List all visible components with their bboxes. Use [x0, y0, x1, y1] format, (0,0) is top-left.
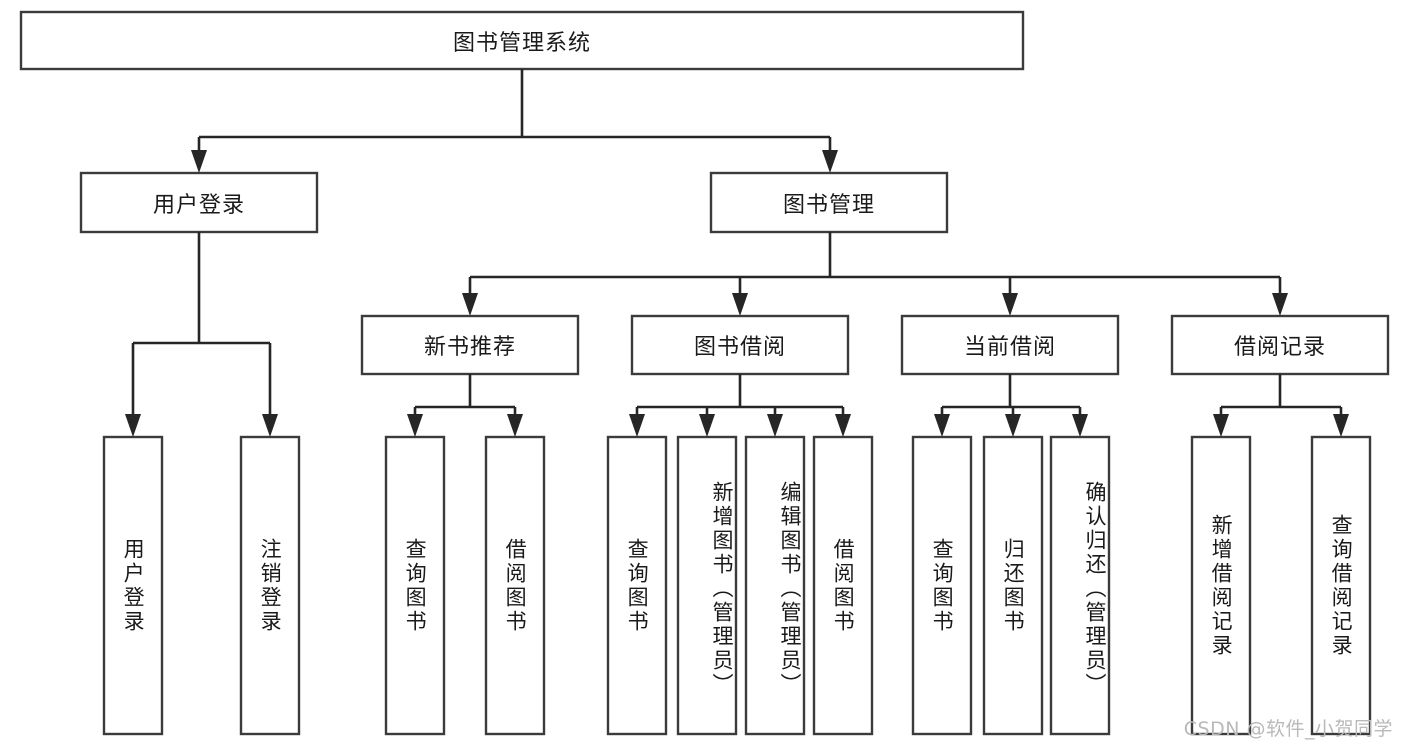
node-box-current-borrow[interactable]	[900, 314, 1120, 376]
node-box-leaf-user-logout[interactable]	[239, 435, 301, 736]
connector-book-manage-to-level3	[462, 232, 1288, 316]
node-box-book-borrow[interactable]	[630, 314, 850, 376]
node-box-leaf-borrow-book-2[interactable]	[812, 435, 874, 736]
node-box-leaf-add-record[interactable]	[1190, 435, 1252, 736]
node-box-book-manage[interactable]	[709, 171, 949, 234]
connector-user-login-to-leaves	[125, 232, 278, 437]
node-box-leaf-query-book-2[interactable]	[606, 435, 668, 736]
connector-book-borrow-to-leaves	[629, 374, 851, 437]
node-box-user-login[interactable]	[79, 171, 319, 234]
node-box-root[interactable]	[19, 10, 1025, 71]
node-box-leaf-return-book[interactable]	[982, 435, 1044, 736]
node-box-leaf-edit-book[interactable]	[744, 435, 806, 736]
node-box-leaf-borrow-book-1[interactable]	[484, 435, 546, 736]
csdn-watermark: CSDN @软件_小贺同学	[1183, 718, 1393, 740]
connector-new-book-rec-to-leaves	[407, 374, 523, 437]
node-box-borrow-record[interactable]	[1170, 314, 1390, 376]
node-box-leaf-query-book-3[interactable]	[911, 435, 973, 736]
connector-root-to-level2	[191, 69, 838, 173]
node-box-leaf-query-record[interactable]	[1310, 435, 1372, 736]
node-box-new-book-rec[interactable]	[360, 314, 580, 376]
node-box-leaf-user-login[interactable]	[102, 435, 164, 736]
node-box-leaf-add-book[interactable]	[676, 435, 738, 736]
node-box-leaf-query-book-1[interactable]	[384, 435, 446, 736]
node-box-leaf-confirm-return[interactable]	[1049, 435, 1111, 736]
connector-borrow-record-to-leaves	[1213, 374, 1349, 437]
connector-current-borrow-to-leaves	[934, 374, 1088, 437]
